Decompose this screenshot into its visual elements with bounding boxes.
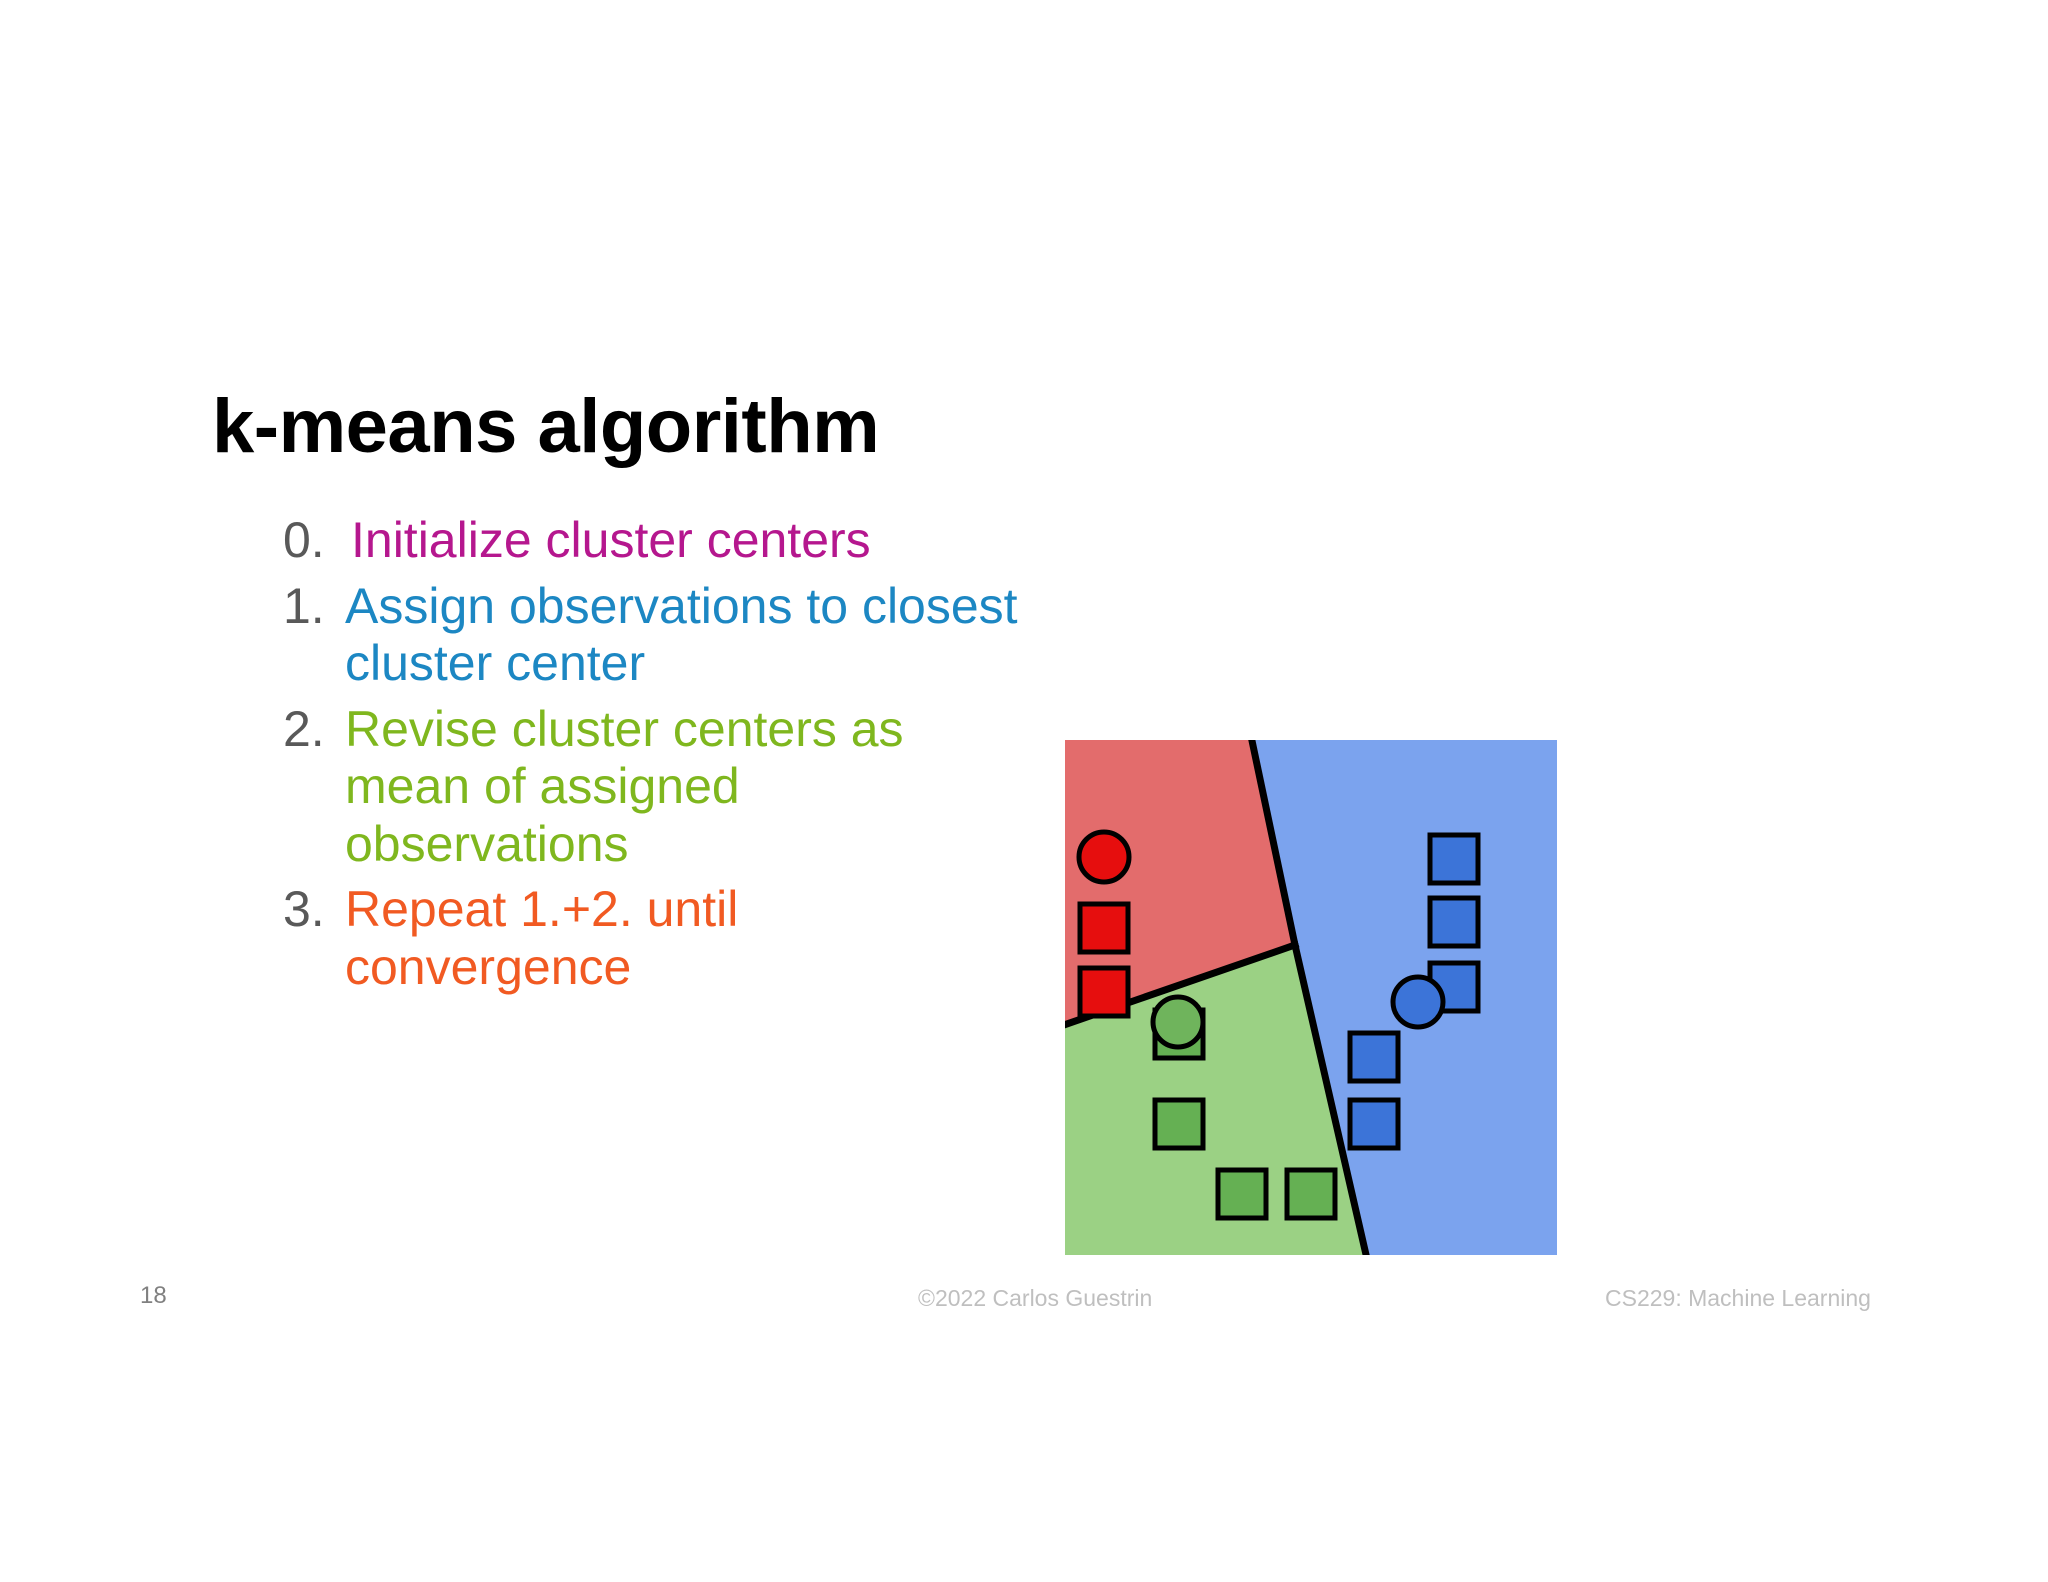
footer-copyright: ©2022 Carlos Guestrin [918,1285,1153,1311]
page-title: k-means algorithm [212,383,880,469]
blue-observation-square [1347,1030,1401,1084]
slide-number: 18 [140,1282,167,1309]
step-number-1: 1. [283,577,325,634]
footer-course-name: CS229: Machine Learning [1605,1285,1871,1311]
boundary-red-blue [1248,740,1300,950]
red-cluster-markers [1076,829,1132,1019]
step-number-0: 0. [283,512,325,568]
step-number-2: 2. [283,700,325,757]
step-text-1: Assign observations to closest cluster c… [345,577,1018,692]
blue-observation-square [1347,1097,1401,1151]
blue-cluster-center-circle [1390,974,1446,1030]
green-cluster-markers [1150,994,1338,1221]
step-text-0: Initialize cluster centers [351,512,871,568]
step-text-2: Revise cluster centers as mean of assign… [345,700,904,872]
blue-cluster-markers [1347,832,1481,1151]
blue-observation-square [1427,895,1481,949]
list-item-step-2: 2. Revise cluster centers as mean of ass… [283,701,1023,874]
red-cluster-center-circle [1076,829,1132,885]
red-observation-square [1077,901,1131,955]
green-cluster-center-circle [1150,994,1206,1050]
list-item-step-3: 3. Repeat 1.+2. until convergence [283,881,1023,996]
step-text-3: Repeat 1.+2. until convergence [345,881,739,995]
list-item-step-1: 1. Assign observations to closest cluste… [283,578,1023,693]
red-observation-square [1077,965,1131,1019]
blue-observation-square [1427,832,1481,886]
k-means-voronoi-clustering-diagram [1065,740,1557,1255]
green-observation-square [1284,1167,1338,1221]
algorithm-steps-list: 0. Initialize cluster centers 1. Assign … [283,512,1023,1004]
list-item-step-0: 0. Initialize cluster centers [283,512,1023,570]
boundary-green-blue [1290,940,1370,1255]
green-observation-square [1215,1167,1269,1221]
green-observation-square [1152,1097,1206,1151]
step-number-3: 3. [283,881,325,937]
